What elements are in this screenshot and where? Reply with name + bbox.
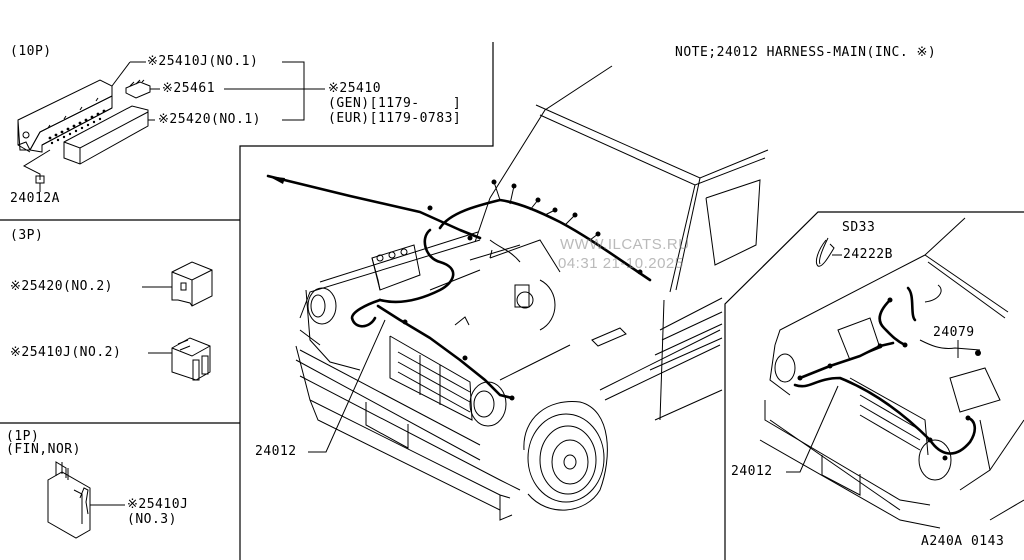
- clip-24222b: [815, 237, 842, 267]
- part-24012a-label[interactable]: 24012A: [10, 191, 60, 206]
- harness-24012-label[interactable]: 24012: [255, 444, 297, 459]
- panel-10p-header: (10P): [10, 44, 52, 59]
- main-view-border: [239, 42, 494, 560]
- sd33-inset-border: [724, 211, 1024, 560]
- truck-sd33-view: [759, 217, 1024, 529]
- figure-code: A240A 0143: [921, 534, 1005, 549]
- panel-1p-variant: (FIN,NOR): [6, 442, 81, 457]
- sub-harness-24079-label[interactable]: 24079: [933, 325, 975, 340]
- clip-25461: [125, 79, 160, 99]
- clip-24222b-label[interactable]: 24222B: [843, 247, 893, 262]
- panel-borders: [0, 42, 1024, 560]
- part-25461-label[interactable]: ※25461: [162, 81, 216, 96]
- truck-main-view: [295, 65, 769, 521]
- leader-lines-10p: [224, 61, 325, 121]
- leader-24012-inset: [786, 385, 839, 473]
- sd33-harness: [793, 284, 981, 461]
- engine-sd33-label: SD33: [842, 220, 876, 235]
- relay-25420-no2: [142, 261, 213, 307]
- part-25410j-no3-sub: (NO.3): [127, 512, 177, 527]
- harness-note: NOTE;24012 HARNESS-MAIN(INC. ※): [675, 45, 937, 60]
- part-25410j-no2-label[interactable]: ※25410J(NO.2): [10, 345, 122, 360]
- part-25420-no2-label[interactable]: ※25420(NO.2): [10, 279, 113, 294]
- assembly-25410-label[interactable]: ※25410: [328, 81, 382, 96]
- watermark-site: WWW.ILCATS.RU: [560, 236, 690, 253]
- main-harness-24012: [266, 174, 652, 401]
- watermark-timestamp: 04:31 21-10.2025: [558, 255, 684, 272]
- assembly-eur-range: (EUR)[1179-0783]: [328, 111, 462, 126]
- inset-harness-24012-label[interactable]: 24012: [731, 464, 773, 479]
- cover-25420: [63, 105, 155, 165]
- part-25410j-no3-label[interactable]: ※25410J: [127, 497, 189, 512]
- relay-25410j-no3: [47, 461, 125, 539]
- panel-1p-header: (1P): [6, 429, 40, 444]
- relay-25410j-no2: [148, 337, 211, 381]
- panel-3p-header: (3P): [10, 228, 44, 243]
- part-25420-no1-label[interactable]: ※25420(NO.1): [158, 112, 261, 127]
- leader-24012-main: [308, 319, 386, 453]
- fuse-block-10p: [17, 61, 146, 192]
- assembly-gen-range: (GEN)[1179- ]: [328, 96, 462, 111]
- part-25410j-no1-label[interactable]: ※25410J(NO.1): [147, 54, 259, 69]
